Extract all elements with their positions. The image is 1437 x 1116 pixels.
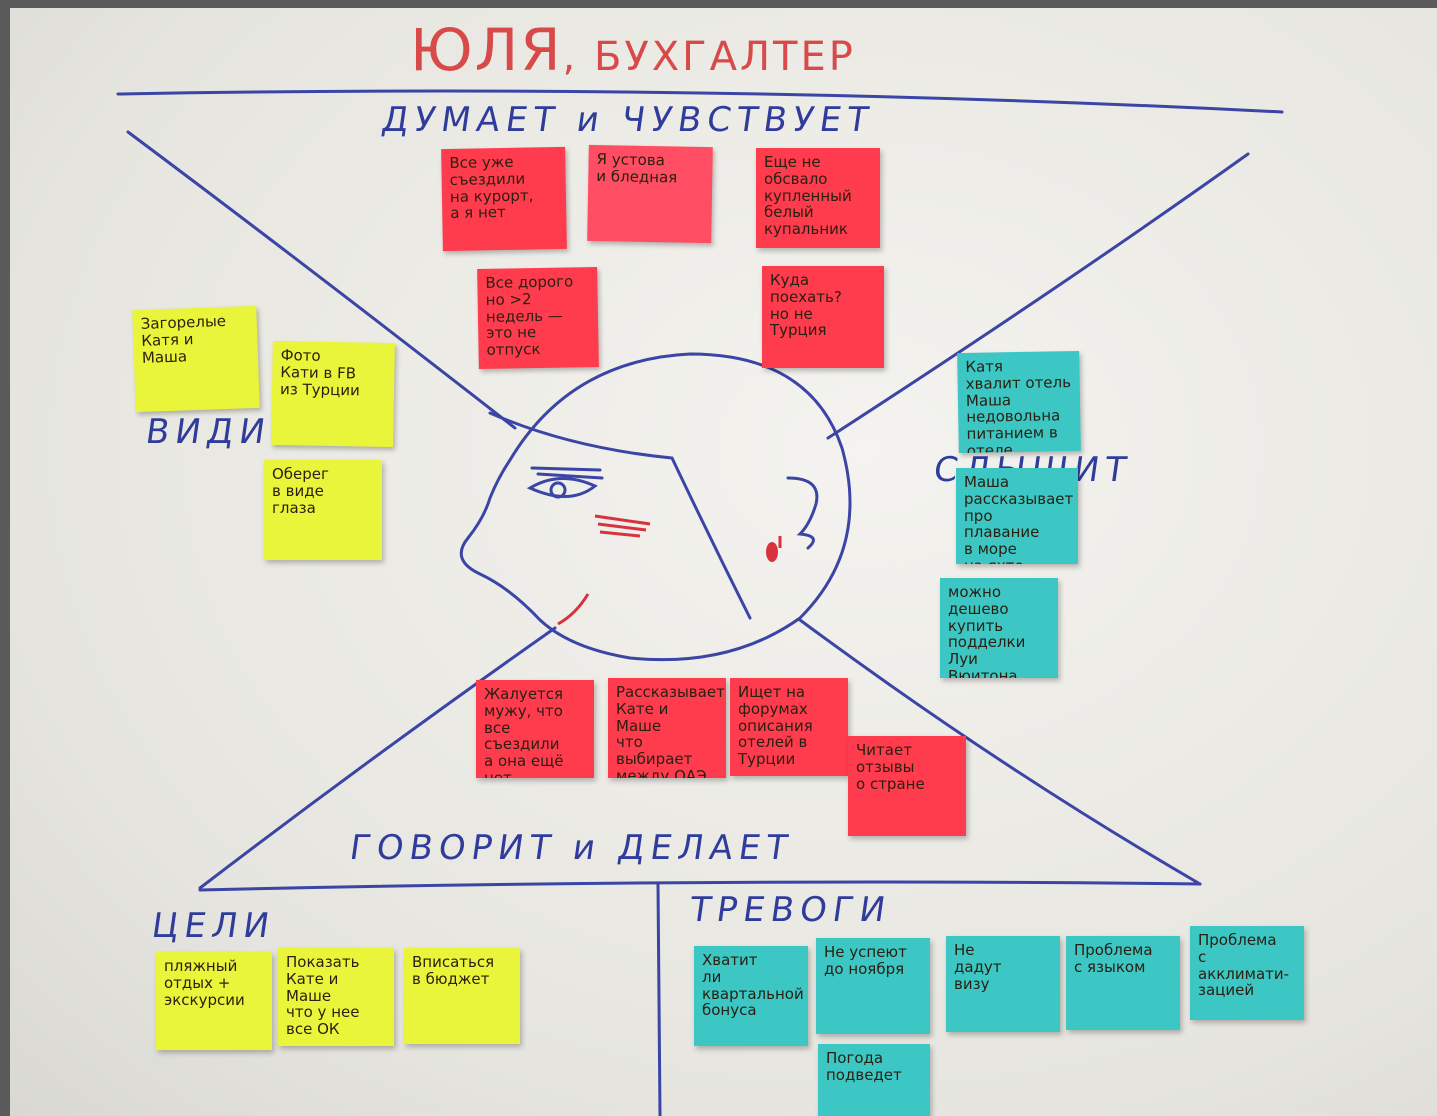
note-text: Не успеют до ноября: [824, 943, 907, 978]
note-text: Хватит ли квартальной бонуса: [702, 951, 804, 1020]
note-text: Все дорого но >2 недель — это не отпуск: [485, 272, 574, 360]
earring-drop: [766, 542, 778, 562]
persona-role: , БУХГАЛТЕР: [562, 34, 856, 80]
note-text: Оберег в виде глаза: [272, 465, 329, 517]
sticky-note-think: Все уже съездили на курорт, а я нет: [441, 146, 567, 252]
diagonal-top-left: [126, 130, 517, 430]
sticky-note-think: Еще не обсвало купленный белый купальник: [756, 148, 880, 248]
eye-pupil: [549, 481, 567, 499]
sticky-note-hear: можно дешево купить подделки Луи Вюитона: [940, 578, 1058, 678]
sticky-note-goal: пляжный отдых + экскурсии: [156, 952, 272, 1050]
sticky-note-say: Читает отзывы о стране: [848, 736, 966, 836]
section-says-does: ГОВОРИТ и ДЕЛАЕТ: [347, 828, 796, 868]
sticky-note-see: Загорелые Катя и Маша: [132, 305, 260, 413]
sticky-note-see: Оберег в виде глаза: [264, 460, 382, 560]
sticky-note-say: Жалуется мужу, что все съездили а она ещ…: [476, 680, 594, 778]
note-text: Проблема с акклимати- зацией: [1198, 931, 1290, 1000]
note-text: можно дешево купить подделки Луи Вюитона: [948, 583, 1026, 678]
sticky-note-worry: Погода подведет: [818, 1044, 930, 1116]
sticky-note-worry: Хватит ли квартальной бонуса: [694, 946, 808, 1046]
note-text: Куда поехать? но не Турция: [770, 271, 842, 340]
note-text: Читает отзывы о стране: [856, 741, 925, 793]
top-line: [116, 89, 1284, 114]
section-sees: ВИДИ: [143, 412, 274, 452]
section-worries: ТРЕВОГИ: [687, 890, 894, 930]
note-text: Проблема с языком: [1074, 941, 1153, 976]
note-text: Жалуется мужу, что все съездили а она ещ…: [484, 685, 564, 778]
eyelashes: [530, 466, 604, 480]
sticky-note-say: Ищет на форумах описания отелей в Турции: [730, 678, 848, 776]
bottom-line: [198, 880, 1202, 892]
note-text: Погода подведет: [826, 1049, 902, 1084]
diagonal-bottom-right: [798, 618, 1202, 886]
note-text: Маша рассказывает про плавание в море на…: [964, 473, 1074, 564]
sticky-note-worry: Проблема с акклимати- зацией: [1190, 926, 1304, 1020]
section-thinks-feels: ДУМАЕТ и ЧУВСТВУЕТ: [379, 100, 877, 140]
head-outline: [459, 352, 852, 662]
persona-title: ЮЛЯ, БУХГАЛТЕР: [410, 16, 856, 84]
sticky-note-hear: Катя хвалит отель Маша недовольна питани…: [957, 350, 1081, 454]
sticky-note-think: Все дорого но >2 недель — это не отпуск: [477, 266, 599, 370]
whiteboard: ЮЛЯ, БУХГАЛТЕР ДУМАЕТ и ЧУВСТВУЕТ ВИДИ С…: [10, 8, 1437, 1116]
sticky-note-worry: Не успеют до ноября: [816, 938, 930, 1034]
sticky-note-goal: Показать Кате и Маше что у нее все ОК: [278, 948, 394, 1046]
cheek-blush: [594, 514, 651, 538]
sticky-note-worry: Не дадут визу: [946, 936, 1060, 1032]
note-text: Катя хвалит отель Маша недовольна питани…: [965, 357, 1072, 454]
sticky-note-think: Куда поехать? но не Турция: [762, 266, 884, 368]
diagonal-top-right: [826, 152, 1250, 440]
mouth: [557, 593, 590, 626]
note-text: Показать Кате и Маше что у нее все ОК: [286, 953, 360, 1039]
hair-line: [488, 411, 752, 620]
ear: [786, 476, 819, 550]
note-text: Ищет на форумах описания отелей в Турции: [738, 683, 813, 769]
note-text: Еще не обсвало купленный белый купальник: [764, 153, 852, 239]
note-text: Не дадут визу: [954, 941, 1002, 993]
note-text: Я устова и бледная: [596, 150, 678, 187]
note-text: Рассказывает Кате и Маше что выбирает ме…: [616, 683, 725, 778]
sticky-note-see: Фото Кати в FB из Турции: [271, 340, 395, 448]
sticky-note-think: Я устова и бледная: [587, 144, 713, 244]
empathy-map-drawing: [116, 89, 1284, 1116]
note-text: Вписаться в бюджет: [412, 953, 495, 988]
diagonal-bottom-left: [198, 626, 557, 890]
sticky-note-say: Рассказывает Кате и Маше что выбирает ме…: [608, 678, 726, 778]
note-text: Все уже съездили на курорт, а я нет: [449, 152, 534, 223]
sticky-note-goal: Вписаться в бюджет: [404, 948, 520, 1044]
goals-worries-divider: [656, 882, 662, 1116]
note-text: Фото Кати в FB из Турции: [279, 346, 360, 400]
note-text: пляжный отдых + экскурсии: [164, 957, 245, 1009]
sticky-note-worry: Проблема с языком: [1066, 936, 1180, 1030]
note-text: Загорелые Катя и Маша: [140, 311, 227, 367]
persona-name: ЮЛЯ: [410, 16, 563, 84]
section-goals: ЦЕЛИ: [149, 906, 278, 946]
sticky-note-hear: Маша рассказывает про плавание в море на…: [956, 468, 1078, 564]
